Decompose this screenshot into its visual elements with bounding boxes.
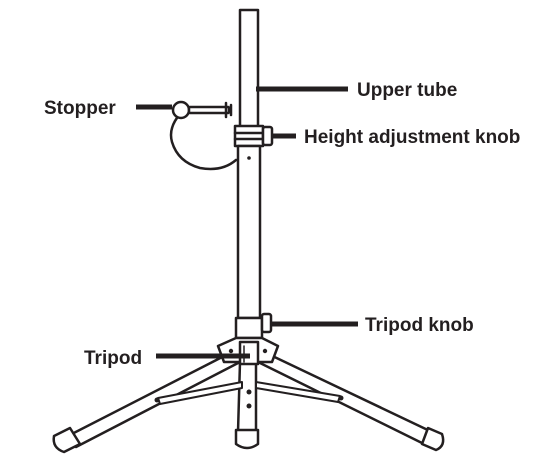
height-adjustment-knob xyxy=(261,125,274,147)
leg-cap-left xyxy=(52,426,82,454)
height-adjustment-collar xyxy=(233,124,265,148)
tripod-leg-right xyxy=(256,350,434,446)
label-height-adjustment-knob: Height adjustment knob xyxy=(304,127,520,148)
speaker-stand xyxy=(52,8,445,454)
leader-lines xyxy=(136,86,358,359)
label-upper-tube: Upper tube xyxy=(357,80,457,101)
stopper xyxy=(169,100,238,171)
upper-tube xyxy=(238,8,260,130)
brace-right xyxy=(255,381,341,403)
label-stopper: Stopper xyxy=(44,98,116,119)
lower-tube xyxy=(236,144,262,320)
leg-cap-right xyxy=(420,426,445,452)
leg-cap-rear xyxy=(234,428,260,450)
tripod-collar xyxy=(234,316,264,340)
tripod-knob xyxy=(260,312,273,334)
tripod-leg-rear xyxy=(236,360,258,434)
label-tripod-knob: Tripod knob xyxy=(365,315,474,336)
brace-left xyxy=(157,381,243,405)
label-tripod: Tripod xyxy=(84,348,142,369)
